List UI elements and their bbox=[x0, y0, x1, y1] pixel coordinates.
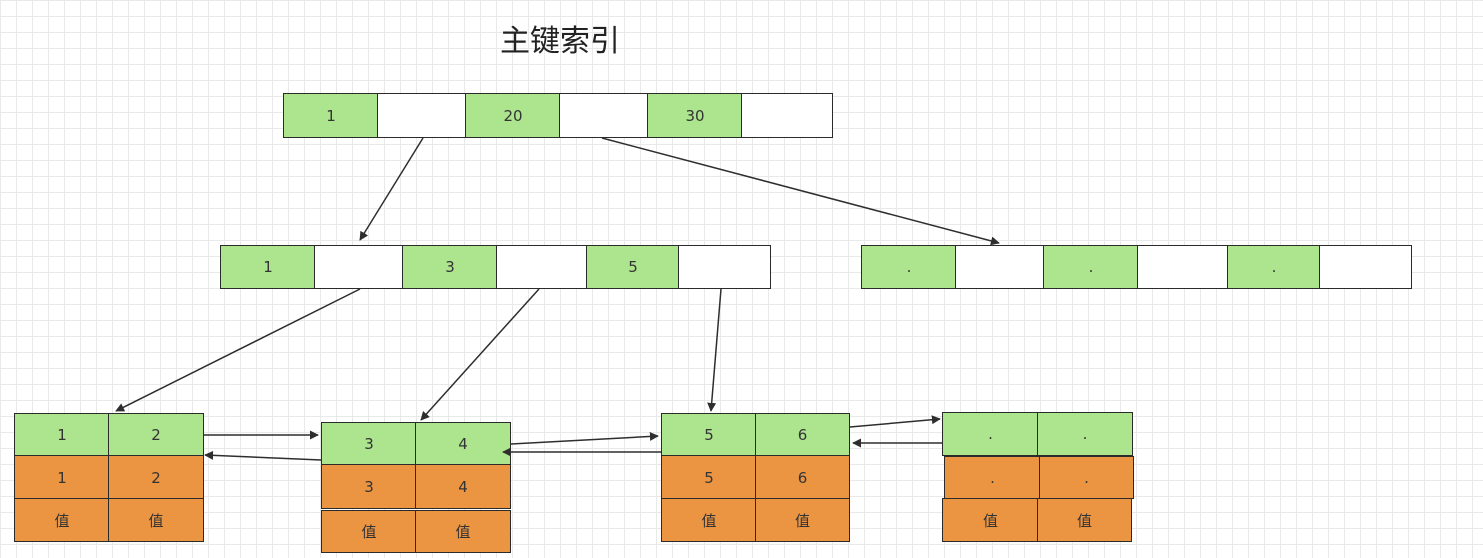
internal-pointer-cell bbox=[314, 245, 404, 289]
leaf-row-cell: 4 bbox=[415, 464, 511, 509]
leaf-value-cell: 值 bbox=[1037, 498, 1132, 542]
internal-key-cell: . bbox=[1227, 245, 1321, 289]
internal-key-cell: . bbox=[1043, 245, 1139, 289]
leaf-key-cell: 2 bbox=[108, 413, 204, 457]
internal-pointer-cell bbox=[1319, 245, 1412, 289]
leaf-key-cell: 1 bbox=[14, 413, 110, 457]
edge-node-to-leaf-1 bbox=[115, 288, 361, 412]
leaf-row-cell: 6 bbox=[755, 455, 850, 500]
edge-root-to-right-node bbox=[601, 137, 1000, 246]
leaf-row-cell: . bbox=[944, 456, 1041, 499]
internal-pointer-cell bbox=[955, 245, 1045, 289]
leaf-key-cell: 4 bbox=[415, 422, 511, 466]
root-pointer-cell bbox=[741, 93, 833, 138]
edge-node-to-leaf-3 bbox=[707, 288, 722, 412]
internal-key-cell: . bbox=[861, 245, 957, 289]
internal-key-cell: 5 bbox=[586, 245, 680, 289]
internal-key-cell: 3 bbox=[402, 245, 498, 289]
root-pointer-cell bbox=[377, 93, 467, 138]
leaf-value-cell: 值 bbox=[321, 510, 417, 553]
diagram-title: 主键索引 bbox=[500, 24, 620, 59]
leaf-value-cell: 值 bbox=[415, 510, 511, 553]
leaf-row-cell: 1 bbox=[14, 455, 110, 500]
internal-pointer-cell bbox=[678, 245, 771, 289]
leaf-value-cell: 值 bbox=[108, 498, 204, 542]
root-key-cell: 20 bbox=[465, 93, 561, 138]
edge-root-to-left-node bbox=[359, 137, 424, 241]
leaf-key-cell: . bbox=[942, 412, 1039, 456]
edge-leaf2-to-leaf3 bbox=[510, 431, 659, 445]
root-pointer-cell bbox=[559, 93, 649, 138]
leaf-key-cell: . bbox=[1037, 412, 1133, 456]
leaf-key-cell: 6 bbox=[755, 413, 850, 457]
leaf-value-cell: 值 bbox=[14, 498, 110, 542]
leaf-key-cell: 5 bbox=[661, 413, 757, 457]
internal-pointer-cell bbox=[496, 245, 588, 289]
leaf-row-cell: 3 bbox=[321, 464, 417, 509]
edge-node-to-leaf-2 bbox=[420, 288, 540, 421]
leaf-row-cell: 5 bbox=[661, 455, 757, 500]
edge-leaf2-to-leaf1 bbox=[204, 450, 322, 461]
leaf-value-cell: 值 bbox=[942, 498, 1039, 542]
leaf-row-cell: . bbox=[1039, 456, 1134, 499]
edge-leaf3-to-leaf4 bbox=[849, 415, 941, 428]
root-key-cell: 1 bbox=[283, 93, 379, 138]
leaf-key-cell: 3 bbox=[321, 422, 417, 466]
leaf-row-cell: 2 bbox=[108, 455, 204, 500]
leaf-value-cell: 值 bbox=[661, 498, 757, 542]
internal-key-cell: 1 bbox=[220, 245, 316, 289]
root-key-cell: 30 bbox=[647, 93, 743, 138]
internal-pointer-cell bbox=[1137, 245, 1229, 289]
leaf-value-cell: 值 bbox=[755, 498, 850, 542]
